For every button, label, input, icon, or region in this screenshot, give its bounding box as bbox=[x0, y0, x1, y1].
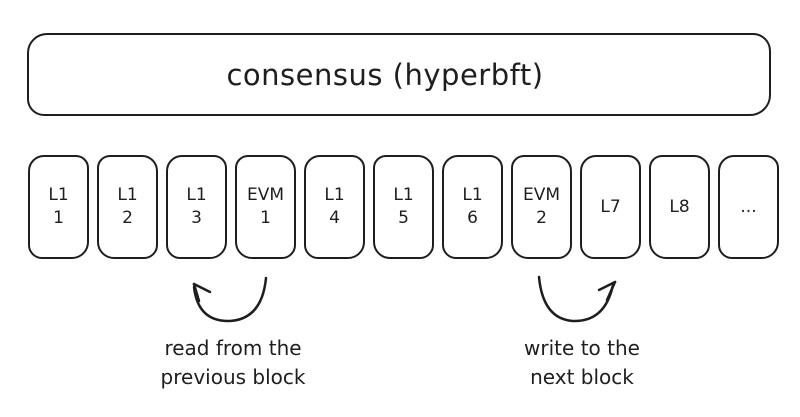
block-label: L7 bbox=[600, 196, 621, 217]
write-caption-line2: next block bbox=[530, 365, 634, 389]
block-label: L1 bbox=[48, 185, 69, 205]
write-caption-line1: write to the bbox=[524, 336, 640, 360]
block-l1-2: L1 2 bbox=[97, 155, 158, 259]
block-label: L8 bbox=[669, 196, 690, 217]
block-number: 1 bbox=[260, 208, 271, 228]
block-l1-5: L1 5 bbox=[373, 155, 434, 259]
block-label: EVM bbox=[246, 185, 285, 205]
block-number: 2 bbox=[536, 208, 547, 228]
block-l7: L7 bbox=[580, 155, 641, 259]
block-label: L1 bbox=[462, 185, 483, 205]
block-number: 1 bbox=[53, 208, 64, 228]
block-label: L1 bbox=[324, 185, 345, 205]
block-l8: L8 bbox=[649, 155, 710, 259]
read-caption-line2: previous block bbox=[160, 365, 306, 389]
block-evm-2: EVM 2 bbox=[511, 155, 572, 259]
consensus-title: consensus (hyperbft) bbox=[226, 57, 544, 92]
block-label: ... bbox=[740, 196, 757, 217]
block-l1-4: L1 4 bbox=[304, 155, 365, 259]
block-number: 4 bbox=[329, 208, 340, 228]
blocks-row: L1 1 L1 2 L1 3 EVM 1 L1 4 L1 5 L1 6 EVM bbox=[28, 155, 779, 259]
block-l1-3: L1 3 bbox=[166, 155, 227, 259]
block-ellipsis: ... bbox=[718, 155, 779, 259]
write-caption: write to the next block bbox=[482, 334, 682, 392]
block-label: L1 bbox=[117, 185, 138, 205]
read-caption: read from the previous block bbox=[133, 334, 333, 392]
write-arrow-icon bbox=[537, 275, 617, 323]
block-number: 5 bbox=[398, 208, 409, 228]
block-l1-6: L1 6 bbox=[442, 155, 503, 259]
block-l1-1: L1 1 bbox=[28, 155, 89, 259]
read-arrow-icon bbox=[192, 276, 268, 323]
block-label: L1 bbox=[186, 185, 207, 205]
block-number: 3 bbox=[191, 208, 202, 228]
block-number: 2 bbox=[122, 208, 133, 228]
block-evm-1: EVM 1 bbox=[235, 155, 296, 259]
consensus-box: consensus (hyperbft) bbox=[27, 33, 771, 116]
read-caption-line1: read from the bbox=[164, 336, 302, 360]
block-number: 6 bbox=[467, 208, 478, 228]
block-label: L1 bbox=[393, 185, 414, 205]
block-label: EVM bbox=[522, 185, 561, 205]
